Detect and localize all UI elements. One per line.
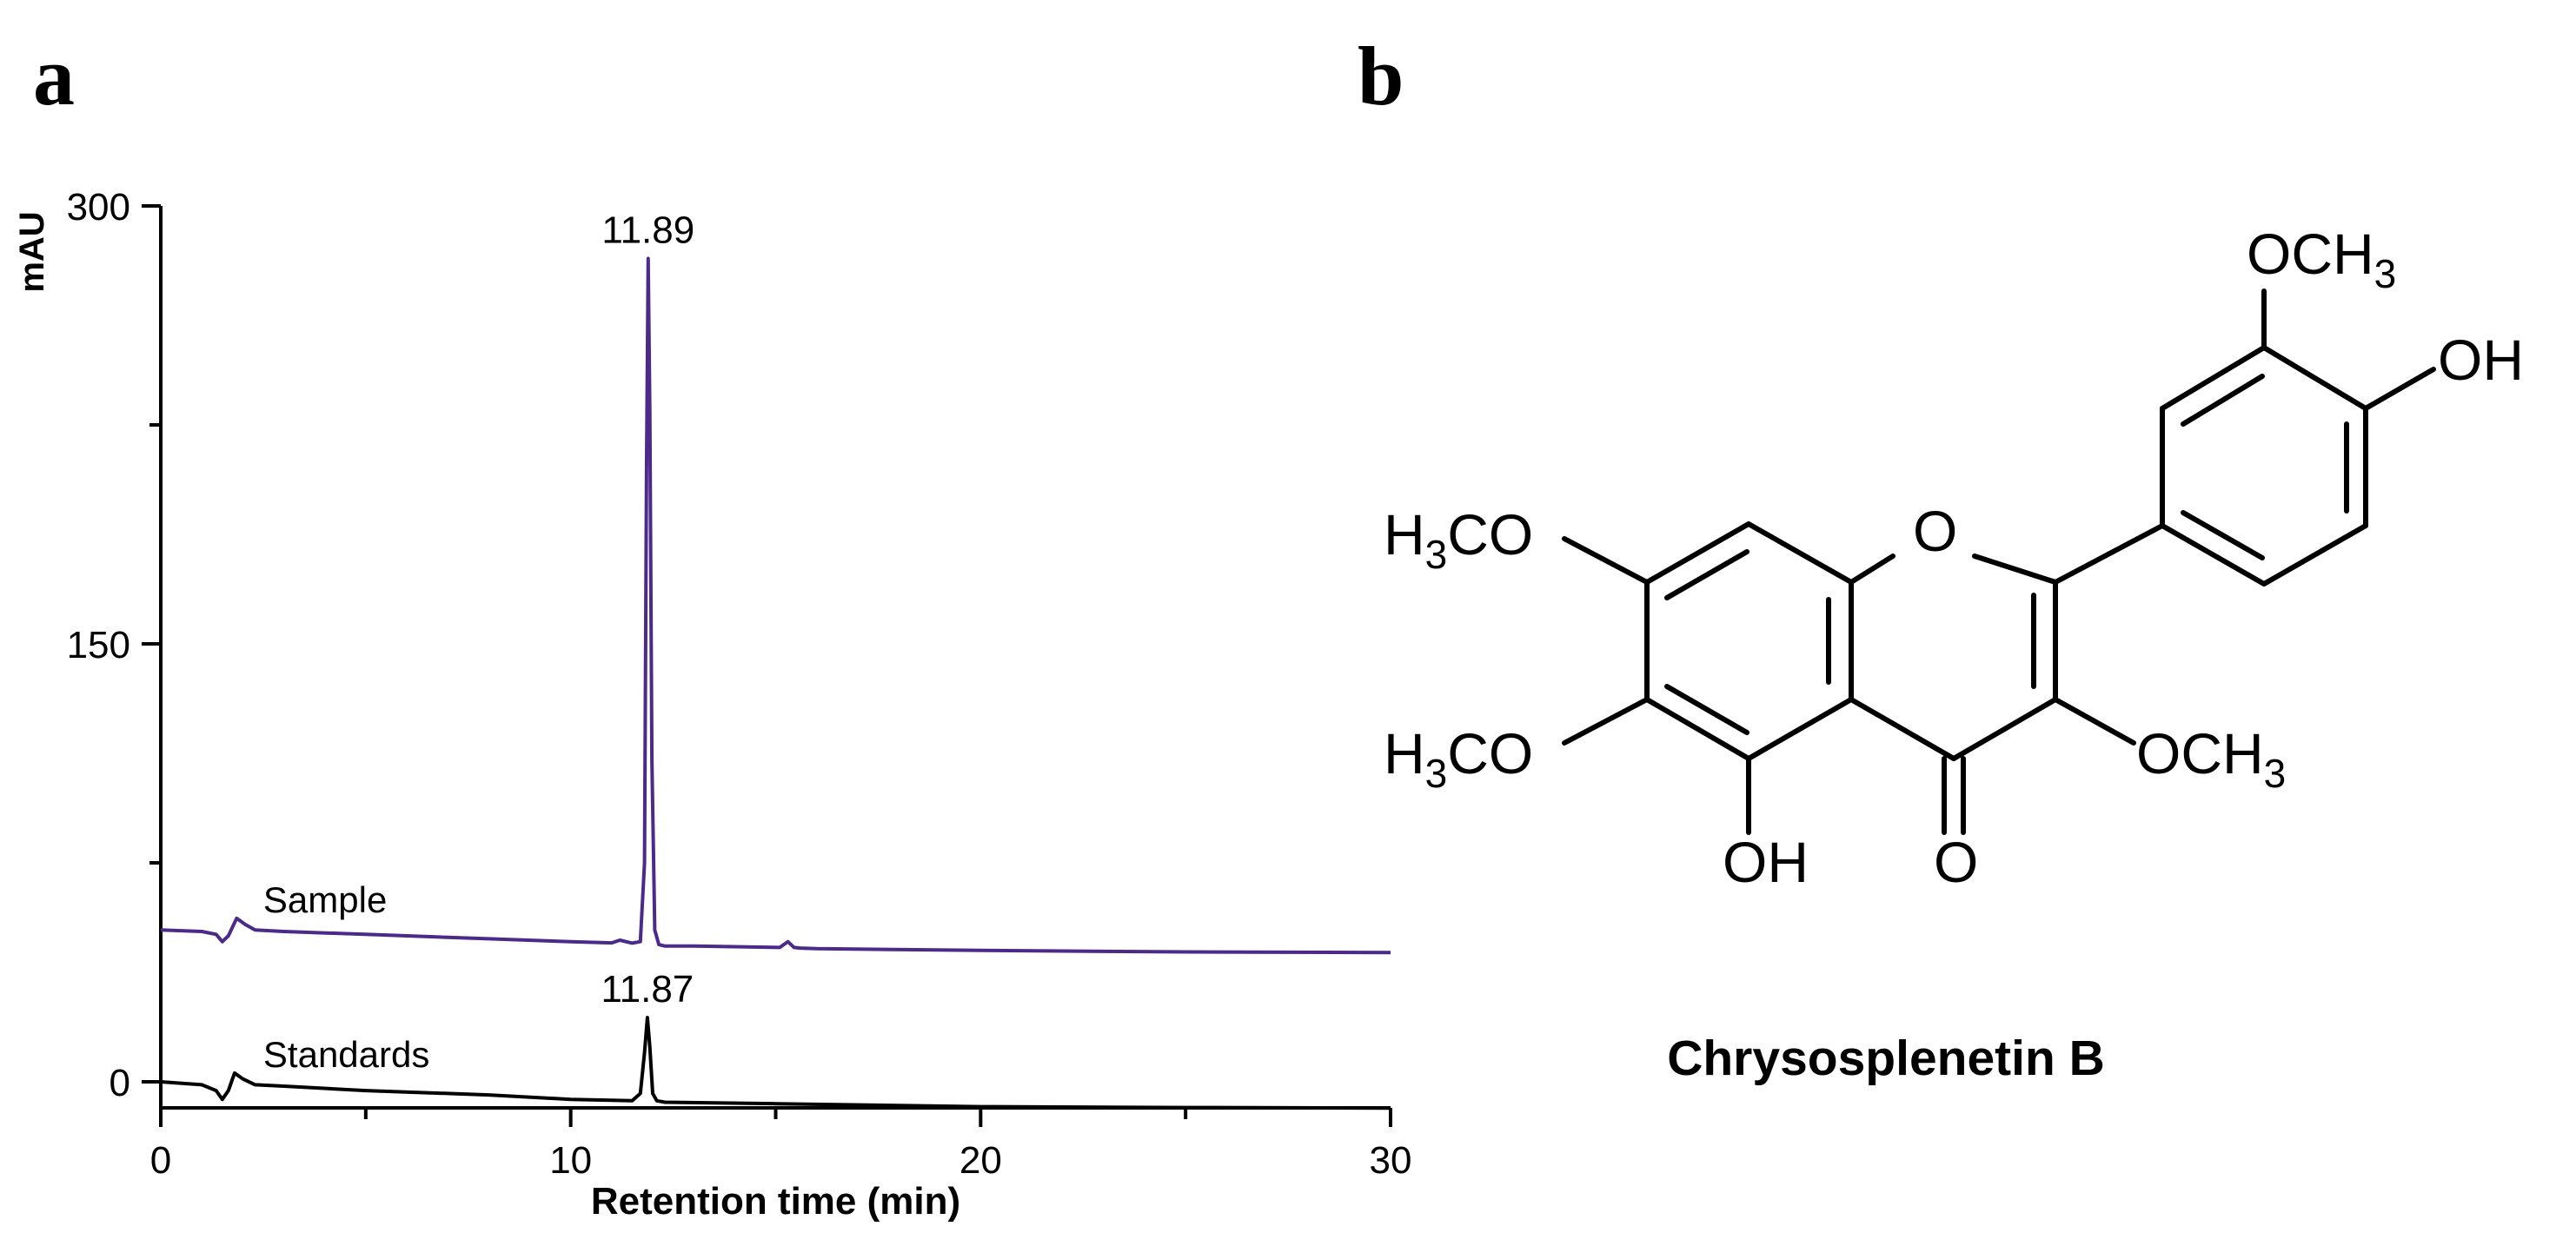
- y-tick-label: 300: [67, 186, 130, 229]
- bond: [2363, 367, 2436, 411]
- compound-name: Chrysosplenetin B: [1667, 1031, 2105, 1086]
- y-tick-label: 150: [67, 624, 130, 666]
- bond: [2160, 345, 2267, 411]
- bond: [1951, 697, 2058, 761]
- series-line-sample: [160, 256, 1391, 955]
- series-label-standards: Standards: [263, 1034, 429, 1075]
- bond: [2261, 523, 2368, 587]
- panel-label-b: b: [1358, 30, 1404, 123]
- panel-label-a: a: [33, 30, 75, 123]
- bond: [2160, 523, 2267, 587]
- bond: [1972, 554, 2058, 585]
- carbonyl-oxygen-label: O: [1934, 830, 1978, 894]
- x-tick-label: 20: [959, 1139, 1002, 1182]
- bond: [1746, 521, 1854, 585]
- bond-inner: [1664, 549, 1749, 600]
- x-axis-label: Retention time (min): [591, 1180, 960, 1223]
- oh-right-label: OH: [2438, 328, 2524, 392]
- bond: [1849, 554, 1895, 585]
- peak-annotation: 11.89: [601, 209, 694, 251]
- series-label-sample: Sample: [263, 879, 387, 920]
- och3-c3-label: OCH3: [2136, 721, 2286, 796]
- bond: [1562, 536, 1650, 585]
- chemical-structure: OCH3 OH H3CO O H3CO OCH3 OH O: [1384, 222, 2524, 894]
- bond-inner: [2181, 374, 2265, 427]
- x-tick-label: 10: [549, 1139, 592, 1182]
- y-axis-label: mAU: [13, 211, 51, 292]
- h3co-lower-label: H3CO: [1384, 721, 1533, 796]
- x-tick-label: 30: [1370, 1139, 1412, 1182]
- ring-oxygen-label: O: [1913, 499, 1957, 563]
- bond: [2261, 345, 2368, 411]
- peak-annotation: 11.87: [601, 968, 694, 1011]
- y-tick-label: 0: [110, 1062, 130, 1104]
- och3-top-label: OCH3: [2247, 222, 2396, 296]
- series-line-standards: [160, 1016, 1391, 1110]
- bond: [1644, 697, 1751, 761]
- bond: [2053, 697, 2136, 746]
- bond: [2053, 523, 2165, 585]
- bond: [1562, 697, 1650, 746]
- bond-inner: [2181, 510, 2265, 560]
- bond-inner: [1664, 684, 1749, 735]
- bond: [1644, 521, 1751, 585]
- bond: [1746, 697, 1854, 761]
- bond: [1849, 697, 1956, 761]
- x-tick-label: 0: [150, 1139, 171, 1182]
- h3co-upper-label: H3CO: [1384, 502, 1533, 577]
- oh-bottom-label: OH: [1723, 830, 1809, 894]
